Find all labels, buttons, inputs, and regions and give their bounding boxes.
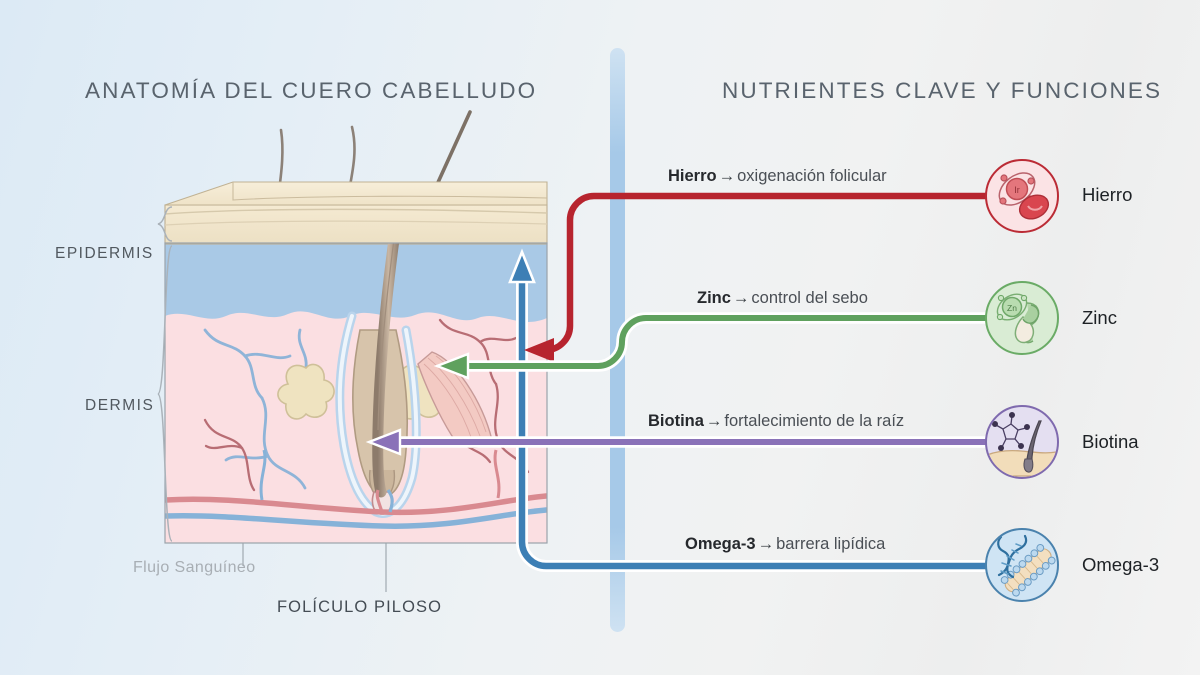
arrow-glyph-hierro: →: [718, 167, 736, 185]
layer-braces: [155, 206, 173, 542]
arrow-glyph-zinc: →: [732, 289, 750, 307]
brace-dermis: [155, 245, 173, 542]
lipid-bilayer: [1000, 544, 1056, 597]
arrow-glyph-biotina: →: [705, 412, 723, 430]
nutrient-name-hierro: Hierro: [1082, 184, 1133, 205]
nutrient-name-zinc: Zinc: [1082, 307, 1117, 328]
biotin-molecule-follicle-icon: [987, 412, 1057, 477]
nutrient-name-biotina: Biotina: [1082, 431, 1139, 452]
iron-symbol-text: Ir: [1014, 185, 1020, 195]
arrow-zinc: [433, 312, 998, 380]
zinc-symbol-text: Zn: [1007, 303, 1017, 313]
function-text-zinc: Zinc→control del sebo: [697, 289, 868, 308]
nutrient-name-omega3: Omega-3: [1082, 554, 1160, 575]
arrow-biotina: [365, 428, 998, 456]
function-desc-hierro: oxigenación folicular: [737, 167, 887, 185]
function-text-omega3: Omega-3→barrera lipídica: [685, 535, 885, 554]
label-blood-flow: Flujo Sanguíneo: [133, 559, 256, 576]
omega3-dna-lipid-bilayer-icon: [997, 534, 1056, 597]
label-epidermis: EPIDERMIS: [55, 245, 154, 262]
function-text-biotina: Biotina→fortalecimiento de la raíz: [648, 412, 904, 431]
function-text-hierro: Hierro→oxigenación folicular: [668, 167, 887, 186]
label-dermis: DERMIS: [85, 397, 155, 414]
arrow-glyph-omega3: →: [757, 535, 775, 553]
skin-block-outline: [164, 242, 548, 544]
badge-zinc[interactable]: Zn: [985, 281, 1059, 355]
brace-epidermis: [157, 206, 173, 242]
biotin-molecule: [995, 415, 1027, 448]
iron-atom-blood-cell-icon: Ir: [998, 172, 1050, 220]
nutrient-label-biotina: Biotina: [648, 412, 704, 430]
nutrient-label-zinc: Zinc: [697, 289, 731, 307]
blood-supply-vessels: [165, 449, 547, 529]
blood-flow-arrow: [508, 248, 1006, 572]
nutrient-label-hierro: Hierro: [668, 167, 717, 185]
zinc-atom-sebaceous-gland-icon: Zn: [996, 293, 1040, 344]
papillary-dermis-layer: [165, 243, 547, 322]
arrow-hierro: [524, 192, 996, 362]
badge-biotina[interactable]: [985, 405, 1059, 479]
badge-omega3[interactable]: [985, 528, 1059, 602]
label-hair-follicle: FOLÍCULO PILOSO: [277, 598, 443, 616]
sebaceous-gland-left: [277, 363, 335, 420]
page-title-left: ANATOMÍA DEL CUERO CABELLUDO: [85, 78, 538, 103]
nutrient-label-omega3: Omega-3: [685, 535, 756, 553]
leader-lines: [242, 543, 387, 592]
page-title-right: NUTRIENTES CLAVE Y FUNCIONES: [722, 78, 1163, 103]
function-desc-zinc: control del sebo: [751, 289, 868, 307]
badge-hierro[interactable]: Ir: [985, 159, 1059, 233]
dna-helix: [997, 534, 1028, 579]
dermis-internal-structures: [165, 243, 547, 529]
function-desc-biotina: fortalecimiento de la raíz: [724, 412, 905, 430]
function-desc-omega3: barrera lipídica: [776, 535, 886, 553]
